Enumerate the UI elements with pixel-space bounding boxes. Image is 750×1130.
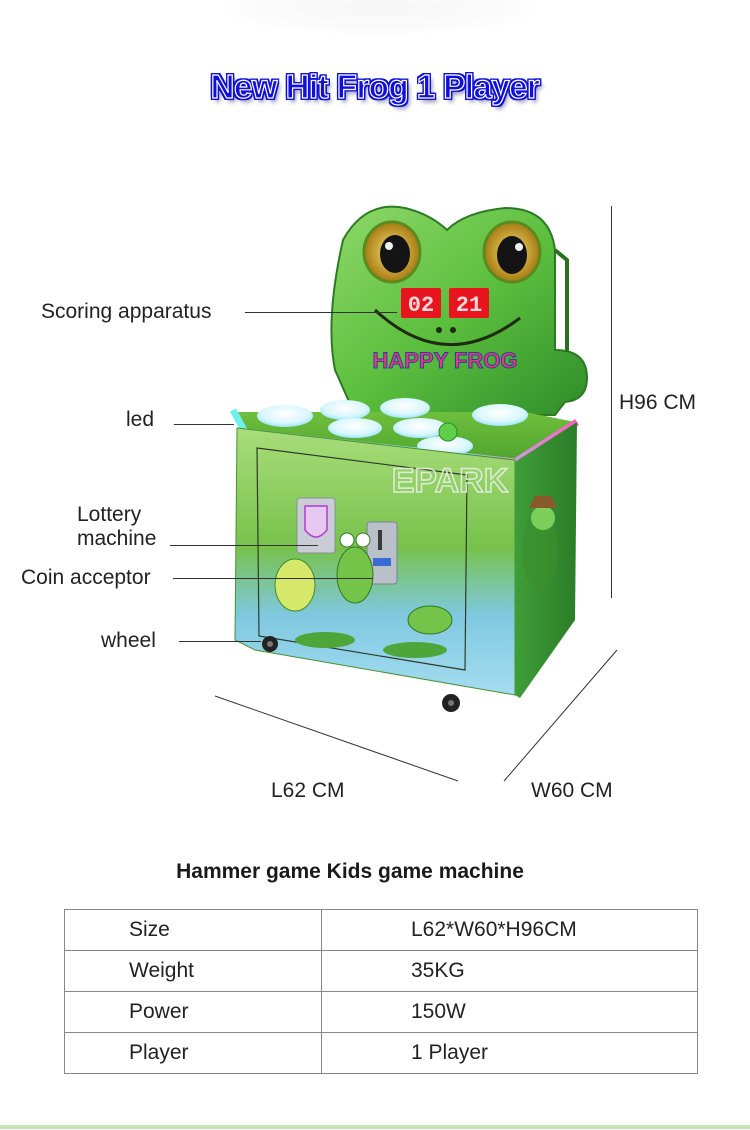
watermark-text: EPARK <box>392 462 509 500</box>
top-shadow-decoration <box>220 0 540 35</box>
specs-table: Size L62*W60*H96CM Weight 35KG Power 150… <box>64 909 698 1074</box>
table-row: Weight 35KG <box>64 950 698 992</box>
score-right: 21 <box>456 293 482 318</box>
height-dimension-line <box>611 206 612 598</box>
callout-lottery-machine-line <box>170 545 318 546</box>
page-title: New Hit Frog 1 Player <box>210 67 540 105</box>
spec-key-weight: Weight <box>64 950 322 992</box>
height-dimension-label: H96 CM <box>619 391 697 414</box>
callout-led-label: led <box>126 408 155 431</box>
callout-scoring-apparatus-line <box>245 312 397 313</box>
spec-key-power: Power <box>64 991 322 1033</box>
callout-wheel-line <box>179 641 261 642</box>
callout-coin-acceptor-label: Coin acceptor <box>21 566 151 589</box>
marquee-text: HAPPY FROG <box>372 348 517 373</box>
spec-value-power: 150W <box>321 991 698 1033</box>
callout-scoring-apparatus-label: Scoring apparatus <box>41 300 212 323</box>
length-dimension-label: L62 CM <box>271 779 345 802</box>
callout-lottery-machine-label: Lottery machine <box>77 503 156 551</box>
callout-led-line <box>174 424 234 425</box>
callout-wheel-label: wheel <box>101 629 156 652</box>
frog-hammer-machine-image: 02 21 HAPPY FROG EPARK <box>229 205 589 712</box>
spec-value-size: L62*W60*H96CM <box>321 909 698 951</box>
callout-lottery-line1: Lottery <box>77 503 142 526</box>
table-row: Player 1 Player <box>64 1032 698 1074</box>
spec-key-size: Size <box>64 909 322 951</box>
bottom-divider <box>0 1125 750 1129</box>
specs-heading: Hammer game Kids game machine <box>176 860 524 883</box>
spec-value-player: 1 Player <box>321 1032 698 1074</box>
spec-value-weight: 35KG <box>321 950 698 992</box>
score-left: 02 <box>408 293 434 318</box>
spec-key-player: Player <box>64 1032 322 1074</box>
width-dimension-label: W60 CM <box>531 779 613 802</box>
table-row: Size L62*W60*H96CM <box>64 909 698 951</box>
callout-coin-acceptor-line <box>173 578 373 579</box>
table-row: Power 150W <box>64 991 698 1033</box>
callout-lottery-line2: machine <box>77 527 157 550</box>
